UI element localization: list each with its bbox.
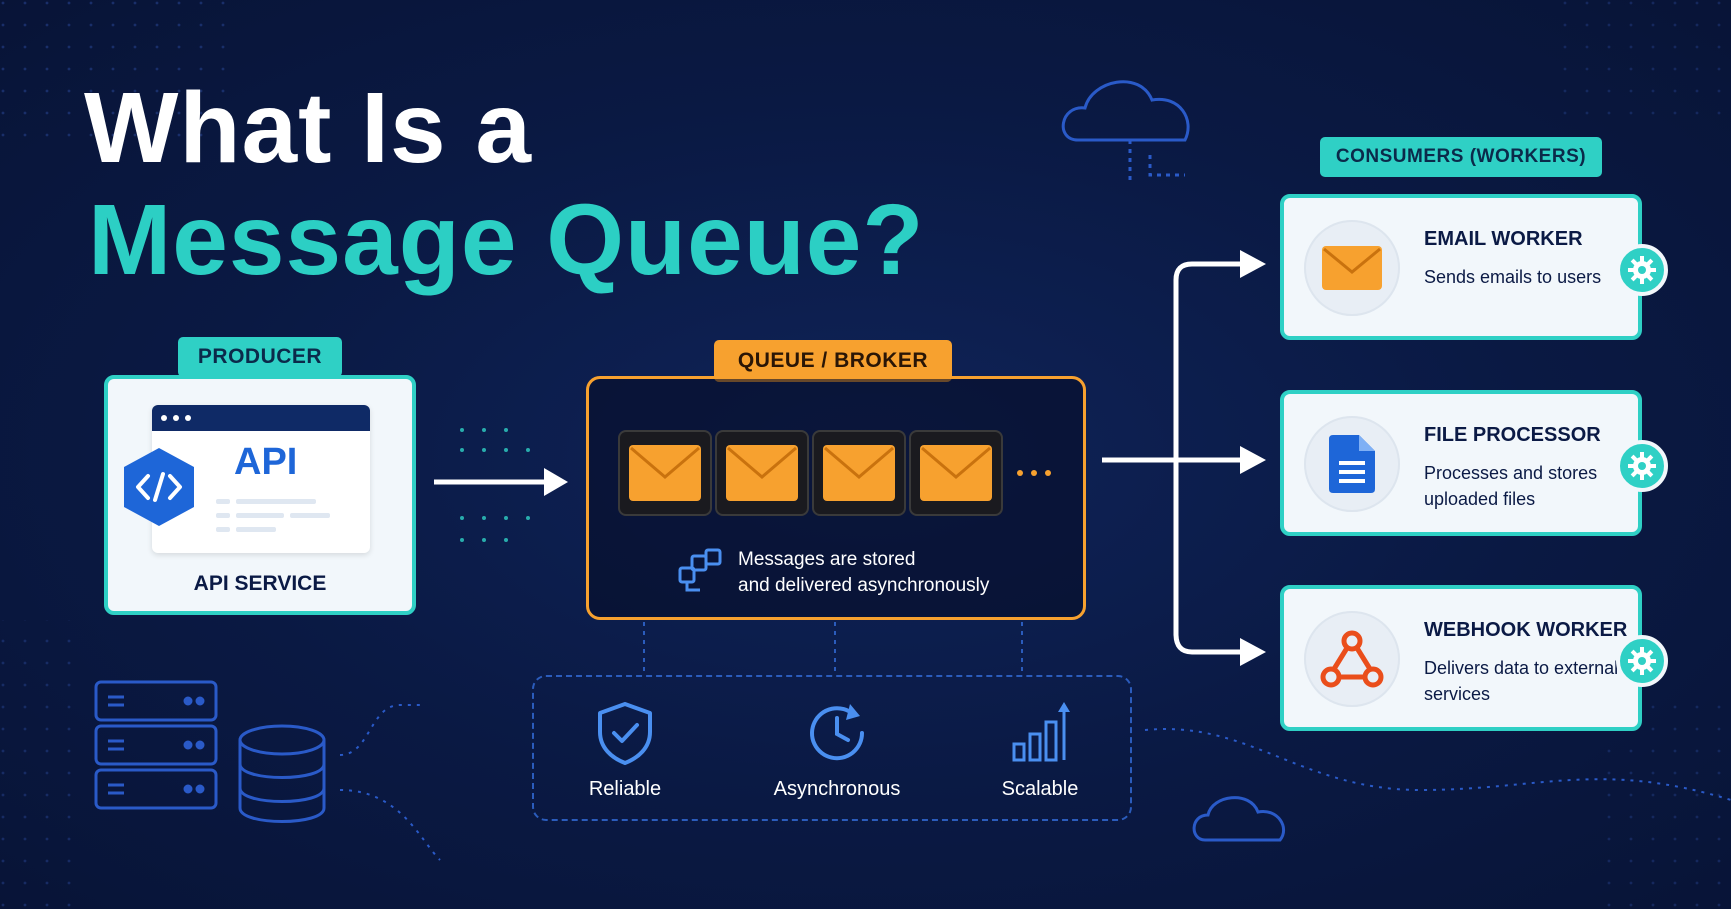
consumer-icon-circle	[1304, 611, 1400, 707]
feature-label-asynchronous: Asynchronous	[773, 778, 901, 800]
features-box	[532, 675, 1132, 821]
webhook-icon	[1320, 630, 1384, 688]
consumer-card-email-worker: EMAIL WORKER Sends emails to users	[1280, 194, 1668, 340]
producer-tag: PRODUCER	[178, 337, 342, 377]
gear-icon	[1628, 647, 1656, 675]
cloud-icon	[1061, 80, 1190, 185]
gear-icon	[1628, 452, 1656, 480]
feature-label-reliable: Reliable	[588, 778, 662, 800]
producer-to-queue-arrow	[434, 468, 568, 496]
queue-to-consumers-arrows	[1102, 261, 1244, 655]
envelope-icon	[629, 445, 701, 501]
consumer-desc: Delivers data to external services	[1424, 658, 1619, 704]
consumer-desc: Sends emails to users	[1424, 267, 1602, 287]
envelope-icon	[726, 445, 798, 501]
consumers-tag: CONSUMERS (WORKERS)	[1320, 137, 1602, 177]
gear-icon	[1628, 256, 1656, 284]
queue-message-slot	[812, 430, 906, 516]
queue-message-slot	[909, 430, 1003, 516]
queue-message-slot	[618, 430, 712, 516]
title-line-1: What Is a	[84, 72, 532, 184]
gear-badge	[1616, 244, 1668, 296]
envelope-icon	[1322, 246, 1382, 290]
envelope-icon	[920, 445, 992, 501]
queue-caption-line-1: Messages are stored	[738, 549, 916, 570]
queue-caption: Messages are stored and delivered asynch…	[738, 547, 989, 599]
consumer-title: WEBHOOK WORKER	[1424, 619, 1628, 641]
window-dots-icon	[161, 415, 191, 421]
api-window-titlebar	[152, 405, 370, 431]
gear-badge	[1616, 635, 1668, 687]
code-hexagon-icon	[124, 448, 194, 526]
shield-check-icon	[598, 702, 652, 765]
document-icon	[1329, 435, 1375, 493]
queue-caption-line-2: and delivered asynchronously	[738, 575, 990, 596]
api-service-label: API SERVICE	[193, 572, 327, 595]
bar-chart-icon	[1012, 702, 1070, 762]
cloud-small-icon	[1192, 796, 1286, 842]
gear-badge	[1616, 440, 1668, 492]
consumer-icon-circle	[1304, 416, 1400, 512]
consumer-title: FILE PROCESSOR	[1424, 424, 1601, 446]
text-lines-icon	[216, 499, 330, 532]
database-icon	[238, 724, 326, 823]
api-label: API	[234, 441, 298, 483]
more-dots-icon	[1017, 470, 1051, 476]
clock-cycle-icon	[810, 704, 865, 761]
server-rack-icon	[94, 680, 218, 810]
queue-message-slot	[715, 430, 809, 516]
consumer-desc: Processes and stores uploaded files	[1424, 463, 1598, 509]
consumer-title: EMAIL WORKER	[1424, 228, 1583, 250]
queue-tag: QUEUE / BROKER	[714, 340, 952, 382]
title-line-2: Message Queue?	[88, 184, 925, 296]
feature-label-scalable: Scalable	[1001, 778, 1079, 800]
linked-squares-icon	[678, 548, 722, 592]
envelope-icon	[823, 445, 895, 501]
consumer-icon-circle	[1304, 220, 1400, 316]
consumer-card-webhook-worker: WEBHOOK WORKER Delivers data to external…	[1280, 585, 1668, 731]
consumer-card-file-processor: FILE PROCESSOR Processes and stores uplo…	[1280, 390, 1668, 536]
